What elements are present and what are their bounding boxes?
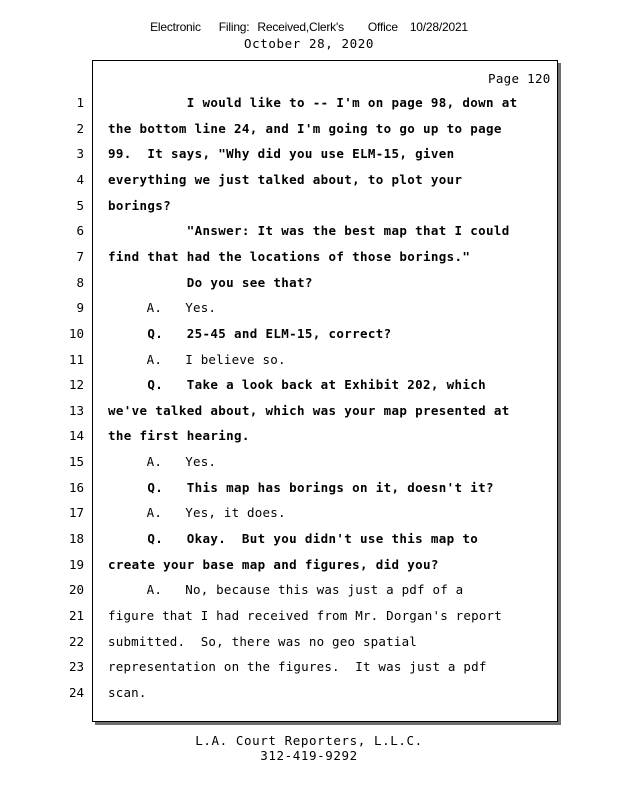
line-number: 11: [68, 351, 84, 367]
transcript-line: 3 99. It says, "Why did you use ELM-15, g…: [0, 146, 618, 166]
transcript-line: 8 Do you see that?: [0, 275, 618, 295]
transcript-page-frame: [92, 60, 558, 722]
transcript-line: 6 "Answer: It was the best map that I co…: [0, 223, 618, 243]
transcript-line: 10 Q. 25-45 and ELM-15, correct?: [0, 326, 618, 346]
line-number: 3: [76, 146, 84, 162]
line-number: 4: [76, 171, 84, 187]
line-text: submitted. So, there was no geo spatial: [108, 633, 418, 649]
line-number: 5: [76, 197, 84, 213]
line-text: Q. This map has borings on it, doesn't i…: [108, 479, 494, 495]
stamp-electronic: Electronic: [150, 20, 201, 34]
line-text: figure that I had received from Mr. Dorg…: [108, 608, 503, 623]
stamp-office: Office: [367, 20, 398, 34]
transcript-line: 2 the bottom line 24, and I'm going to go…: [0, 121, 618, 141]
line-text: Q. Take a look back at Exhibit 202, whic…: [108, 377, 487, 393]
transcript-line: 17 A. Yes, it does.: [0, 505, 618, 525]
stamp-received: Received,Clerk's: [257, 20, 344, 34]
page-number: Page 120: [488, 71, 551, 86]
transcript-date: October 28, 2020: [243, 36, 374, 51]
line-number: 13: [68, 402, 84, 418]
line-text: the first hearing.: [108, 428, 250, 444]
reporter-footer: L.A. Court Reporters, L.L.C. 312-419-929…: [0, 733, 618, 763]
line-text: find that had the locations of those bor…: [108, 248, 471, 264]
line-number: 9: [76, 300, 84, 316]
line-text: everything we just talked about, to plot…: [108, 171, 463, 187]
line-text: borings?: [108, 197, 172, 213]
stamp-filed-date: 10/28/2021: [409, 20, 468, 34]
line-number: 24: [68, 684, 84, 700]
line-number: 10: [68, 325, 84, 341]
line-number: 2: [76, 120, 84, 136]
transcript-line: 4 everything we just talked about, to plo…: [0, 172, 618, 192]
line-number: 23: [68, 659, 84, 675]
line-number: 16: [68, 479, 84, 495]
transcript-line: 21 figure that I had received from Mr. Do…: [0, 608, 618, 628]
line-number: 22: [68, 633, 84, 649]
line-text: Q. 25-45 and ELM-15, correct?: [108, 325, 392, 341]
transcript-line: 16 Q. This map has borings on it, doesn'…: [0, 480, 618, 500]
transcript-line: 11 A. I believe so.: [0, 352, 618, 372]
transcript-line: 15 A. Yes.: [0, 454, 618, 474]
line-text: A. Yes.: [108, 454, 217, 470]
line-text: the bottom line 24, and I'm going to go …: [108, 120, 502, 136]
line-text: scan.: [108, 684, 147, 700]
line-text: I would like to -- I'm on page 98, down …: [108, 95, 518, 110]
transcript-line: 14 the first hearing.: [0, 428, 618, 448]
line-number: 1: [76, 95, 84, 110]
line-text: Q. Okay. But you didn't use this map to: [108, 531, 479, 547]
transcript-line: 13 we've talked about, which was your map…: [0, 403, 618, 423]
line-text: A. No, because this was just a pdf of a: [108, 582, 464, 598]
line-number: 15: [68, 454, 84, 470]
transcript-line: 12 Q. Take a look back at Exhibit 202, w…: [0, 377, 618, 397]
line-text: representation on the figures. It was ju…: [108, 659, 487, 675]
line-number: 12: [68, 377, 84, 393]
line-number: 21: [68, 608, 84, 623]
reporter-company: L.A. Court Reporters, L.L.C.: [195, 733, 423, 748]
line-number: 7: [76, 248, 84, 264]
line-number: 14: [68, 428, 84, 444]
line-number: 6: [76, 223, 84, 239]
line-number: 18: [68, 531, 84, 547]
line-text: "Answer: It was the best map that I coul…: [108, 223, 510, 239]
transcript-line: 5 borings?: [0, 198, 618, 218]
stamp-filing: Filing:: [218, 20, 250, 34]
transcript-line: 23 representation on the figures. It was …: [0, 659, 618, 679]
transcript-line: 9 A. Yes.: [0, 300, 618, 320]
electronic-filing-stamp: Electronic Filing: Received,Clerk's Office 1…: [0, 20, 618, 34]
transcript-line: 7 find that had the locations of those bo…: [0, 249, 618, 269]
line-text: create your base map and figures, did yo…: [108, 556, 439, 572]
line-number: 19: [68, 556, 84, 572]
transcript-line: 20 A. No, because this was just a pdf of…: [0, 582, 618, 602]
transcript-line: 24 scan.: [0, 685, 618, 705]
line-text: A. Yes, it does.: [108, 505, 286, 521]
line-text: 99. It says, "Why did you use ELM-15, gi…: [108, 146, 455, 162]
line-number: 8: [76, 274, 84, 290]
line-text: we've talked about, which was your map p…: [108, 402, 510, 418]
transcript-line: 1 I would like to -- I'm on page 98, dow…: [0, 95, 618, 115]
transcript-line: 19 create your base map and figures, did …: [0, 557, 618, 577]
transcript-line: 22 submitted. So, there was no geo spatia…: [0, 634, 618, 654]
line-text: A. I believe so.: [108, 351, 286, 367]
line-text: Do you see that?: [108, 274, 313, 290]
line-text: A. Yes.: [108, 300, 217, 316]
transcript-line: 18 Q. Okay. But you didn't use this map …: [0, 531, 618, 551]
line-number: 17: [68, 505, 84, 521]
reporter-phone: 312-419-9292: [260, 748, 358, 763]
line-number: 20: [68, 582, 84, 598]
